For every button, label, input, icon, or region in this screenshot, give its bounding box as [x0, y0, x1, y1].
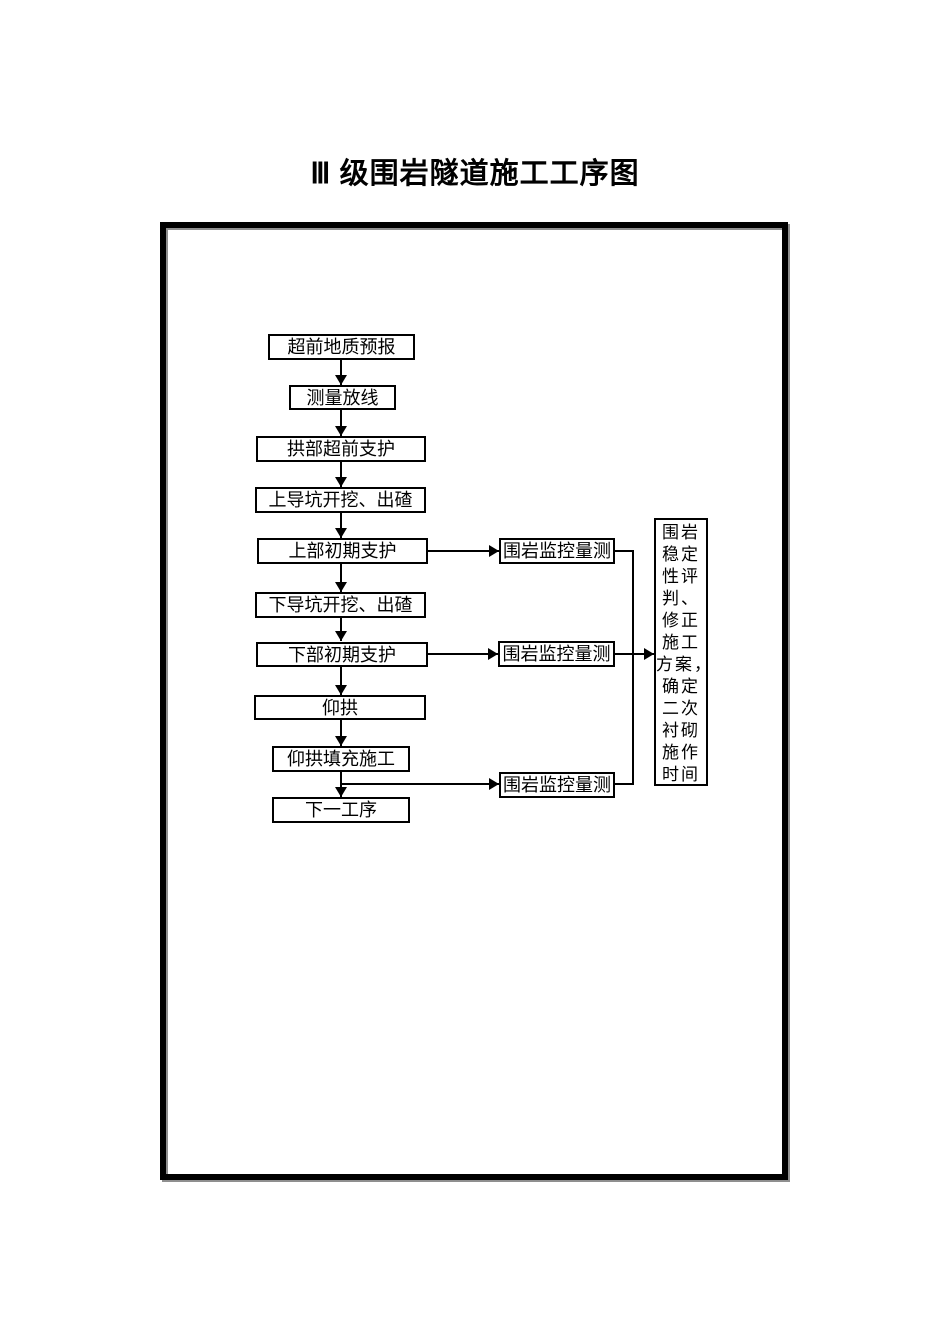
- step-invert-arch: 仰拱: [254, 695, 426, 720]
- step-label: 下导坑开挖、出碴: [268, 595, 413, 615]
- assessment-line: 二次: [662, 699, 700, 718]
- assessment-line: 衬砌: [662, 721, 700, 740]
- step-label: 拱部超前支护: [287, 439, 395, 459]
- connector-line: [615, 550, 634, 552]
- down-arrow-icon: [335, 720, 347, 746]
- assessment-line: 确定: [662, 677, 700, 696]
- assessment-line: 方案，: [656, 655, 713, 674]
- step-invert-filling: 仰拱填充施工: [272, 746, 410, 772]
- step-label: 下部初期支护: [288, 644, 396, 665]
- step-arch-advance-support: 拱部超前支护: [256, 436, 426, 462]
- down-arrow-icon: [335, 513, 347, 538]
- assessment-line: 围岩: [662, 523, 700, 542]
- step-next-procedure: 下一工序: [272, 797, 410, 823]
- step-upper-initial-support: 上部初期支护: [257, 538, 428, 564]
- assessment-line: 稳定: [662, 545, 700, 564]
- connector-line: [632, 550, 634, 785]
- down-arrow-icon: [335, 462, 347, 487]
- assessment-line: 性评: [662, 567, 700, 586]
- step-label: 超前地质预报: [287, 337, 396, 357]
- step-label: 上部初期支护: [288, 541, 397, 561]
- down-arrow-icon: [335, 564, 347, 592]
- right-arrow-icon: [614, 648, 654, 660]
- step-survey-layout: 测量放线: [289, 385, 396, 410]
- down-arrow-icon: [335, 410, 347, 436]
- monitoring-label: 围岩监控量测: [502, 644, 611, 664]
- step-label: 仰拱填充施工: [287, 749, 395, 769]
- step-upper-heading-excavation: 上导坑开挖、出碴: [255, 487, 426, 513]
- assessment-line: 时间: [662, 765, 700, 784]
- step-lower-heading-excavation: 下导坑开挖、出碴: [255, 592, 426, 618]
- right-arrow-icon: [428, 648, 498, 660]
- step-label: 下一工序: [305, 800, 377, 820]
- monitoring-box-upper: 围岩监控量测: [499, 538, 615, 564]
- right-arrow-icon: [341, 778, 499, 790]
- assessment-box: 围岩 稳定 性评 判、 修正 施工 方案， 确定 二次 衬砌 施作 时间: [654, 518, 713, 786]
- step-label: 仰拱: [322, 697, 358, 718]
- monitoring-box-invert: 围岩监控量测: [499, 772, 615, 798]
- connector-line: [615, 783, 634, 785]
- step-label: 上导坑开挖、出碴: [268, 490, 413, 510]
- step-advance-geology-forecast: 超前地质预报: [268, 334, 415, 360]
- assessment-line: 施作: [662, 743, 700, 762]
- step-lower-initial-support: 下部初期支护: [256, 642, 428, 667]
- page-title: Ⅲ 级围岩隧道施工工序图: [310, 158, 640, 190]
- monitoring-box-lower: 围岩监控量测: [498, 641, 615, 667]
- assessment-line: 修正: [662, 611, 700, 630]
- step-label: 测量放线: [306, 387, 379, 408]
- monitoring-label: 围岩监控量测: [503, 541, 611, 561]
- down-arrow-icon: [335, 618, 347, 641]
- monitoring-label: 围岩监控量测: [503, 775, 611, 795]
- assessment-line: 判、: [662, 589, 700, 608]
- down-arrow-icon: [335, 360, 347, 385]
- right-arrow-icon: [428, 545, 499, 557]
- down-arrow-icon: [335, 667, 347, 695]
- assessment-line: 施工: [662, 633, 700, 652]
